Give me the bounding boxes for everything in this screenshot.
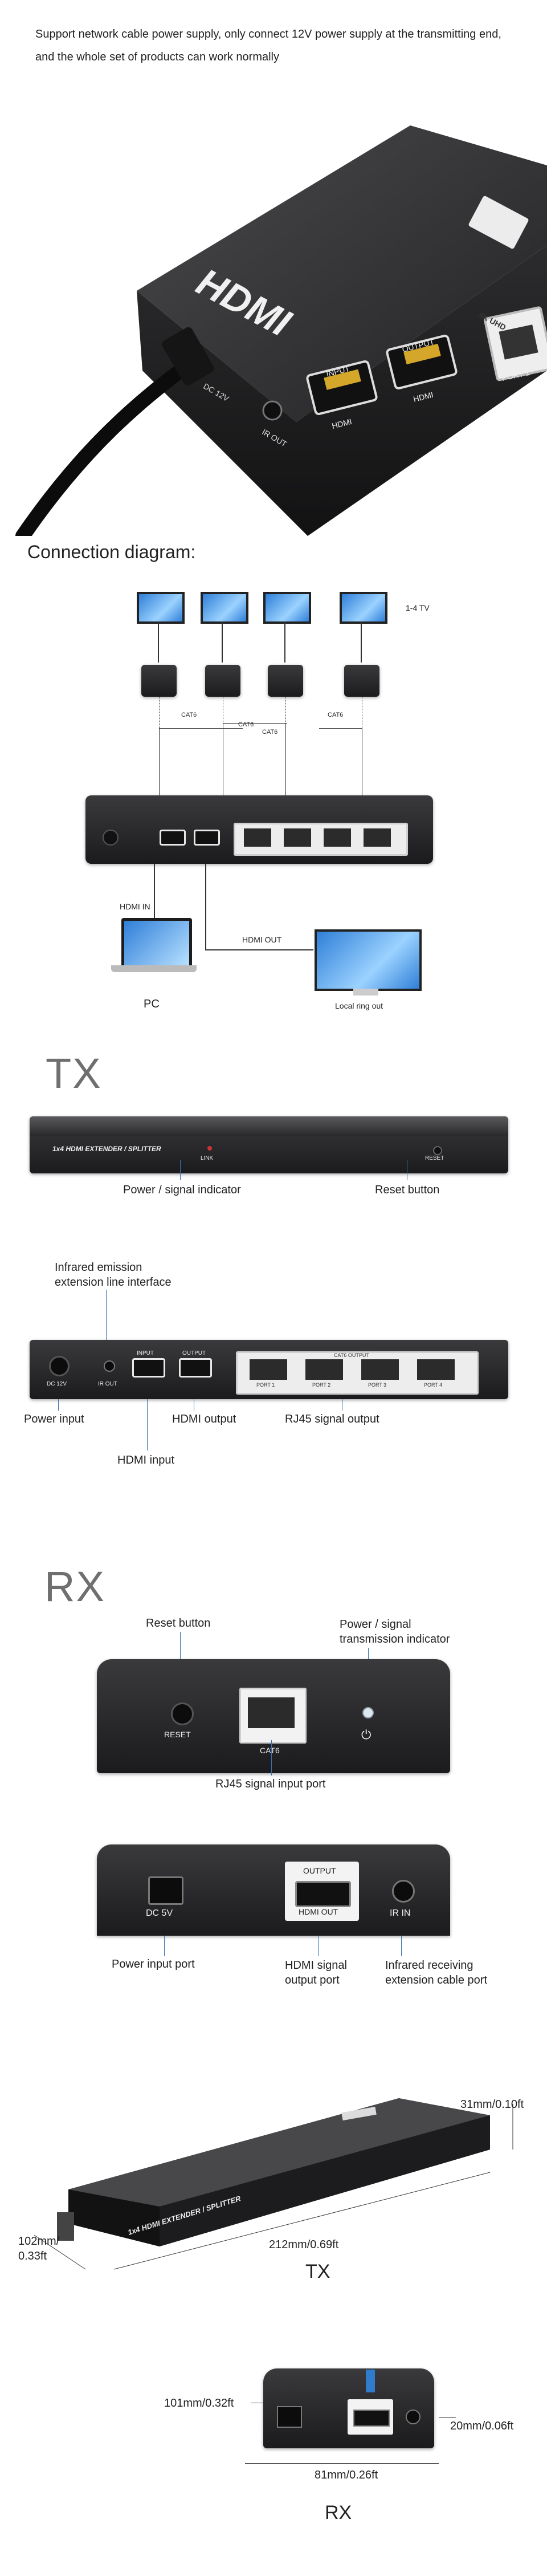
tx-reset-button-label: Reset button bbox=[375, 1184, 440, 1196]
tx-power-indicator-label: Power / signal indicator bbox=[123, 1184, 241, 1196]
intro-text: Support network cable power supply, only… bbox=[35, 28, 505, 63]
rx-dimension-illustration bbox=[263, 2368, 434, 2448]
tag-cat6-output: CAT6 OUTPUT bbox=[334, 1352, 369, 1358]
connection-diagram: 1-4 TV CAT6 CAT6 CAT6 CAT6 HDMI IN PC HD… bbox=[0, 576, 547, 1043]
tx-power-input-label: Power input bbox=[24, 1413, 84, 1425]
rx-dim-label: RX bbox=[325, 2502, 352, 2524]
tx-dimension-illustration: 1x4 HDMI EXTENDER / SPLITTER 31mm/0.10ft… bbox=[0, 2087, 547, 2292]
tag-port-4: PORT 4 bbox=[424, 1382, 443, 1388]
rx-ir-jack[interactable] bbox=[392, 1880, 415, 1903]
tx-title: TX bbox=[46, 1050, 102, 1097]
tx-dim-height: 31mm/0.10ft bbox=[460, 2098, 524, 2111]
tag-ir-out: IR OUT bbox=[98, 1381, 117, 1387]
tx-front-text: 1x4 HDMI EXTENDER / SPLITTER bbox=[52, 1145, 161, 1153]
tx-rj45-port-2[interactable] bbox=[305, 1359, 343, 1380]
tx-front-panel: 1x4 HDMI EXTENDER / SPLITTER LINK RESET bbox=[30, 1116, 508, 1173]
tv-4 bbox=[340, 592, 387, 624]
pc-laptop bbox=[111, 918, 197, 981]
local-monitor bbox=[315, 929, 422, 991]
tx-dc-jack[interactable] bbox=[49, 1356, 70, 1376]
tx-rj45-port-1[interactable] bbox=[250, 1359, 287, 1380]
tx-dim-label: TX bbox=[305, 2261, 330, 2282]
tv-2 bbox=[201, 592, 248, 624]
tx-dim-depth: 102mm/ 0.33ft bbox=[18, 2235, 60, 2262]
rx-front-panel: ⏻ RESET CAT6 bbox=[97, 1659, 450, 1773]
rx-led bbox=[362, 1707, 374, 1718]
tx-hdmi-input-port[interactable] bbox=[132, 1358, 165, 1378]
tv-3 bbox=[263, 592, 311, 624]
tx-main-unit bbox=[85, 795, 433, 864]
connection-title: Connection diagram: bbox=[27, 542, 196, 562]
tx-rj45-port-4[interactable] bbox=[417, 1359, 455, 1380]
rx-ir-in-tag: IR IN bbox=[390, 1908, 411, 1918]
tx-reset-tag: RESET bbox=[425, 1155, 444, 1161]
rx-infrared-label: Infrared receiving extension cable port bbox=[385, 1959, 488, 1986]
cable-label-4: CAT6 bbox=[328, 712, 344, 718]
tag-port-2: PORT 2 bbox=[312, 1382, 331, 1388]
hero-image: HDMI DC 12V IR OUT INPUT HDMI OUTPUT HDM… bbox=[0, 103, 547, 536]
rx-reset-tag: RESET bbox=[164, 1730, 191, 1739]
rx-reset-label: Reset button bbox=[146, 1617, 211, 1630]
tx-link-tag: LINK bbox=[201, 1155, 214, 1161]
pc-label: PC bbox=[144, 998, 160, 1010]
tag-output: OUTPUT bbox=[182, 1350, 206, 1356]
tag-input: INPUT bbox=[137, 1350, 154, 1356]
cable-label-1: CAT6 bbox=[181, 712, 197, 718]
rx-rear-panel: OUTPUT HDMI OUT DC 5V IR IN bbox=[97, 1844, 450, 1936]
rx-hdmi-output-port[interactable] bbox=[295, 1881, 351, 1907]
local-ring-out-label: Local ring out bbox=[335, 1001, 383, 1010]
tag-port-1: PORT 1 bbox=[256, 1382, 275, 1388]
rx-dim-depth: 101mm/0.32ft bbox=[164, 2397, 234, 2410]
tx-hdmi-output-port[interactable] bbox=[179, 1358, 212, 1378]
tv-label: 1-4 TV bbox=[406, 603, 430, 612]
tx-ir-jack[interactable] bbox=[104, 1360, 115, 1372]
hero-device-illustration: HDMI bbox=[15, 125, 547, 536]
tx-hdmi-output-label: HDMI output bbox=[172, 1413, 236, 1425]
tag-dc12v: DC 12V bbox=[47, 1381, 67, 1387]
hdmi-in-label: HDMI IN bbox=[120, 902, 150, 911]
rx-dc-jack[interactable] bbox=[148, 1876, 183, 1905]
rx-dim-height: 20mm/0.06ft bbox=[450, 2420, 514, 2432]
tx-rj45-output-label: RJ45 signal output bbox=[285, 1413, 379, 1425]
rx-rj45-port[interactable] bbox=[239, 1688, 307, 1744]
tx-rj45-port-3[interactable] bbox=[361, 1359, 399, 1380]
rx-output-tag: OUTPUT bbox=[303, 1866, 336, 1875]
cable-label-3: CAT6 bbox=[262, 729, 278, 736]
rx-unit-3 bbox=[268, 665, 303, 697]
rx-power-input-label: Power input port bbox=[112, 1958, 195, 1970]
rx-dc5v-tag: DC 5V bbox=[146, 1908, 173, 1918]
tx-reset-button[interactable] bbox=[433, 1146, 442, 1155]
rx-dim-width: 81mm/0.26ft bbox=[315, 2469, 378, 2481]
rx-hdmi-output-label: HDMI signal output port bbox=[285, 1959, 347, 1986]
rx-unit-4 bbox=[344, 665, 379, 697]
tv-1 bbox=[137, 592, 185, 624]
rx-reset-button[interactable] bbox=[171, 1703, 194, 1725]
rx-title: RX bbox=[44, 1563, 105, 1610]
rx-cat6-tag: CAT6 bbox=[260, 1746, 280, 1755]
rx-rj45-label: RJ45 signal input port bbox=[215, 1778, 326, 1790]
link-led bbox=[207, 1146, 212, 1151]
tx-hdmi-input-label: HDMI input bbox=[117, 1454, 175, 1466]
cable-label-2: CAT6 bbox=[238, 721, 254, 728]
hdmi-out-label: HDMI OUT bbox=[242, 935, 282, 944]
power-icon: ⏻ bbox=[361, 1728, 372, 1742]
tx-dim-width: 212mm/0.69ft bbox=[269, 2238, 339, 2251]
tx-infrared-label: Infrared emission extension line interfa… bbox=[55, 1261, 172, 1289]
tag-port-3: PORT 3 bbox=[368, 1382, 387, 1388]
rx-unit-1 bbox=[141, 665, 177, 697]
rx-power-signal-label: Power / signal transmission indicator bbox=[340, 1618, 450, 1645]
tx-rear-panel: DC 12V IR OUT INPUT OUTPUT CAT6 OUTPUT P… bbox=[30, 1340, 508, 1399]
rx-unit-2 bbox=[205, 665, 240, 697]
rx-hdmi-out-tag: HDMI OUT bbox=[299, 1907, 338, 1916]
